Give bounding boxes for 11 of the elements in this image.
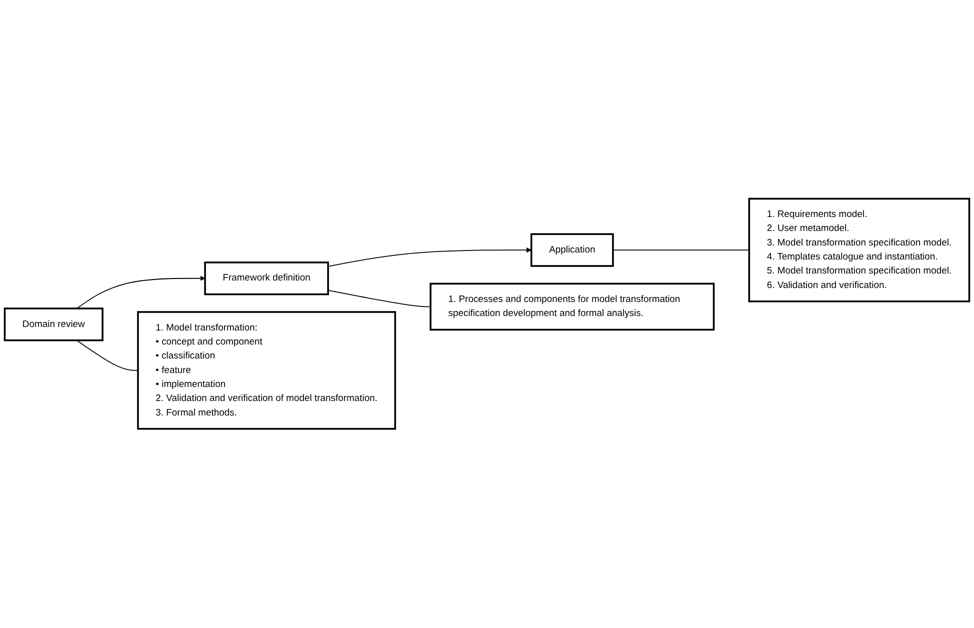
connector — [328, 290, 431, 308]
node-box: 1. Requirements model. 2. User metamodel. 3. Model transformation specification model. 4. Templates catalogue and instantiation. 5. Model transformation specification model. 6. Validation and verification. — [748, 198, 970, 302]
node-box: 1. Model transformation: • concept and component • classification • feature • implementation 2. Validation and verification of model transformation. 3. Formal methods. — [137, 311, 396, 430]
node-box: 1. Processes and components for model transformation specification development and formal analysis. — [430, 283, 715, 331]
connector — [76, 340, 138, 372]
node-box: Application — [530, 233, 614, 268]
node-box: Domain review — [4, 308, 104, 342]
arrow — [328, 248, 532, 268]
node-box: Framework definition — [204, 262, 329, 296]
connector — [612, 250, 750, 251]
arrow — [76, 276, 206, 310]
